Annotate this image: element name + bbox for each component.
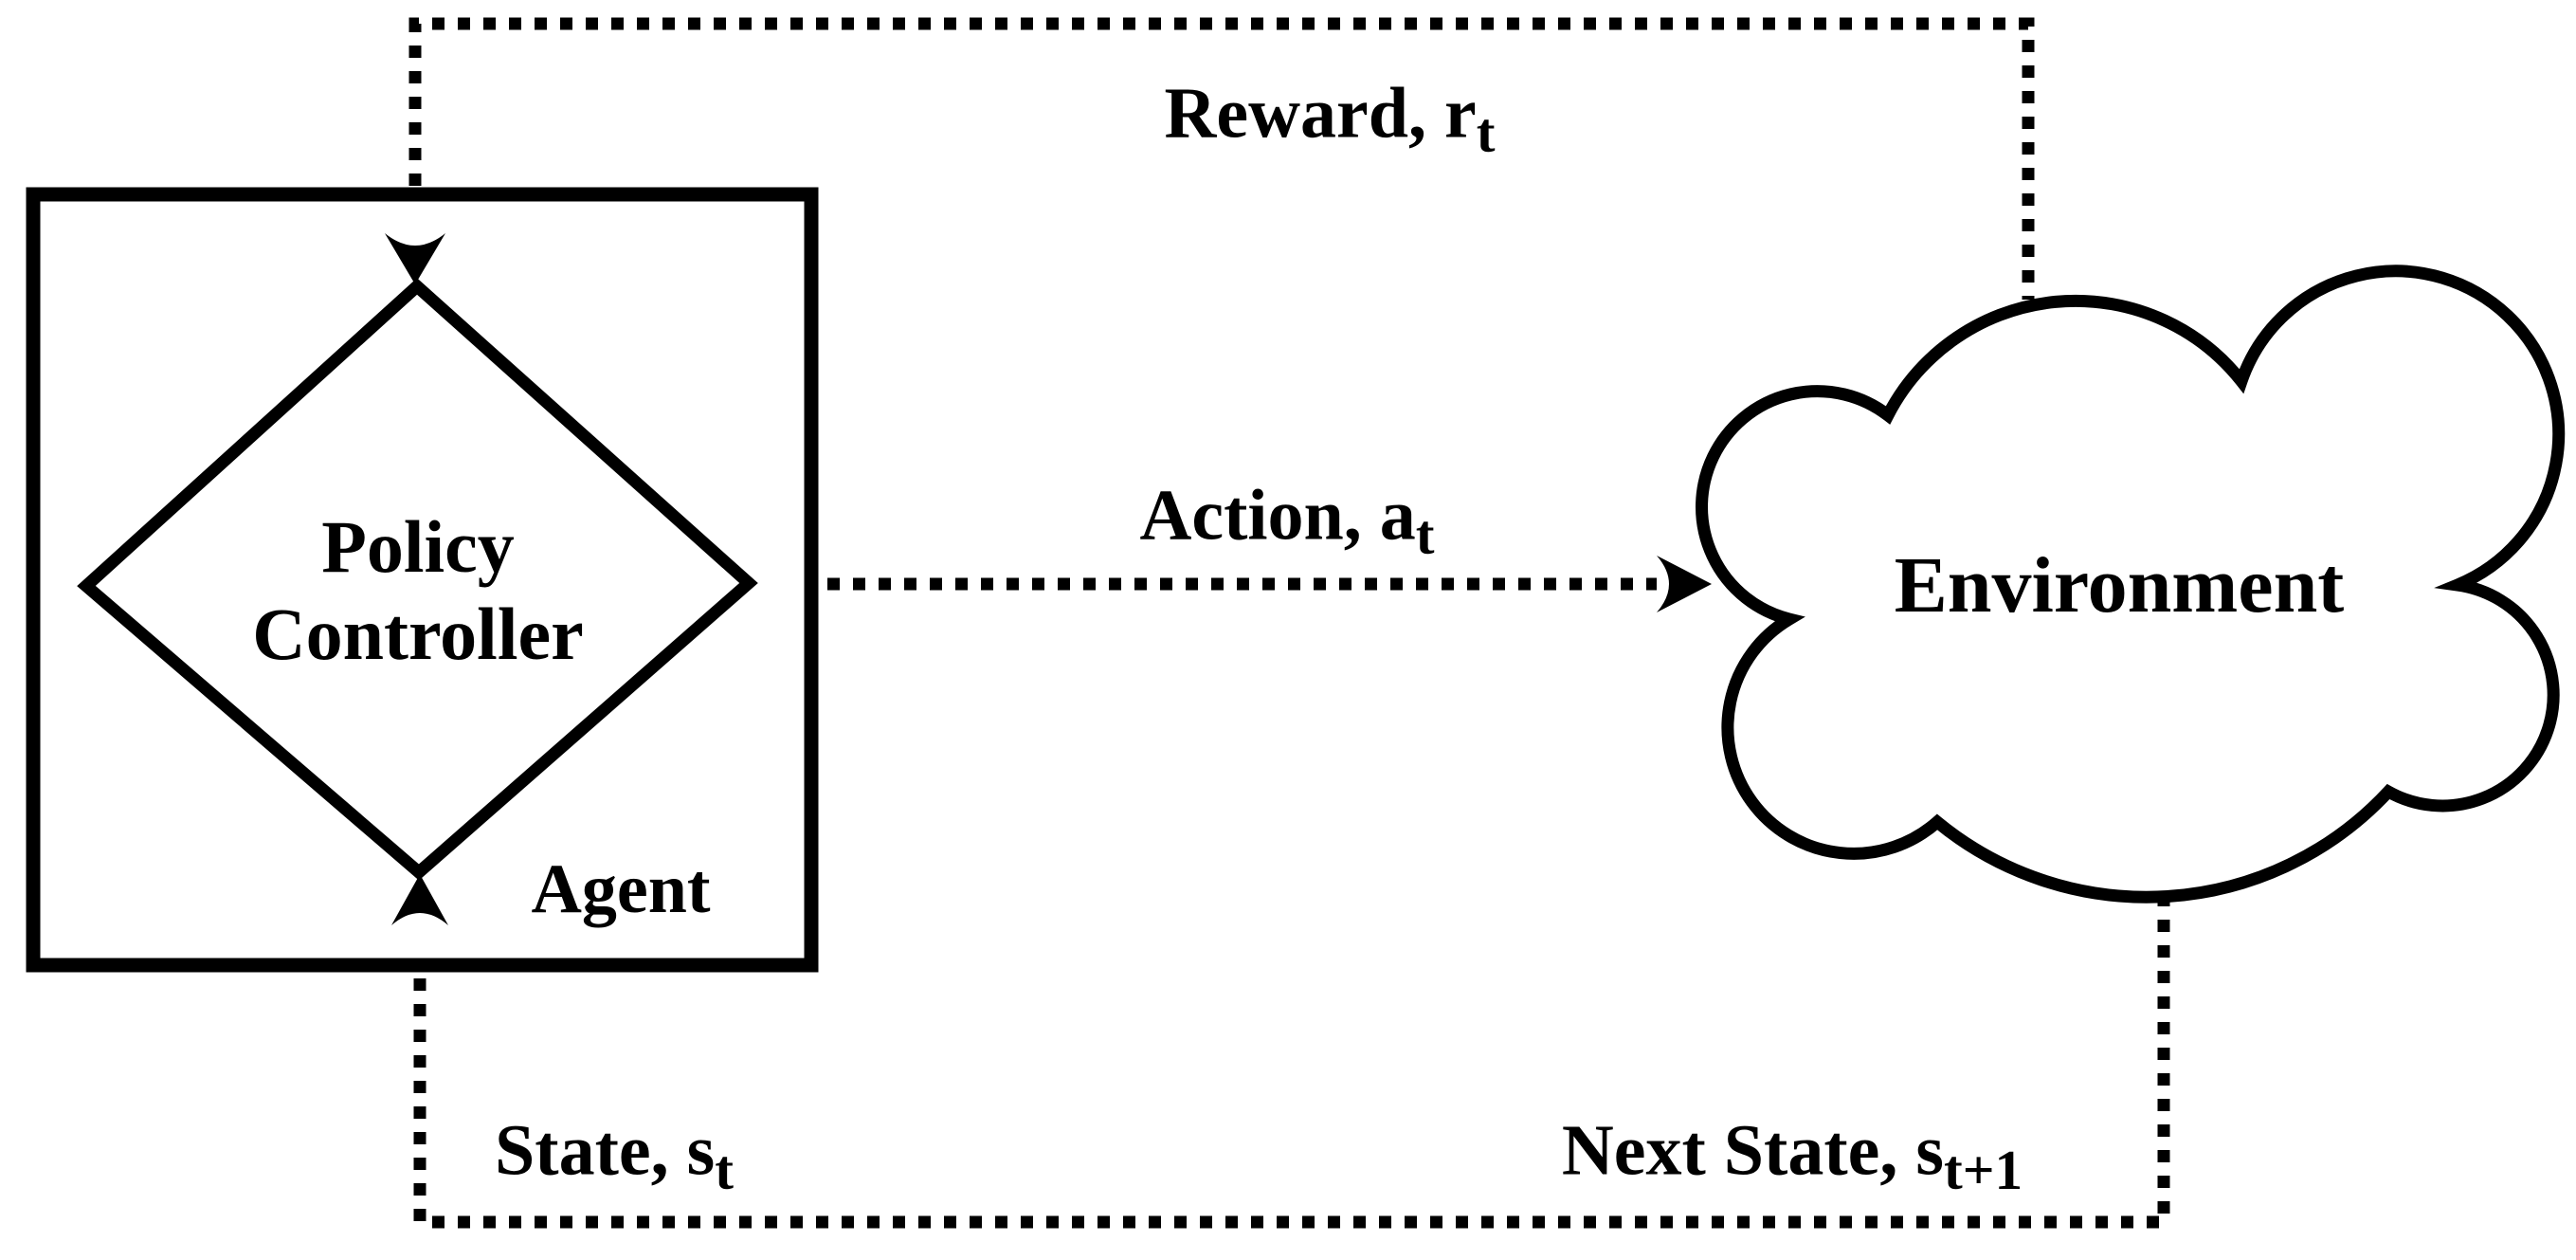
policy-controller-line2: Controller	[252, 593, 584, 675]
reward-arrowhead-icon	[385, 233, 445, 284]
action-label-text: Action, a	[1139, 475, 1416, 556]
environment-label-text: Environment	[1894, 541, 2345, 630]
reward-edge	[408, 17, 2035, 300]
reward-label-subscript: t	[1476, 101, 1496, 165]
agent-label-text: Agent	[531, 850, 711, 928]
state-arrowhead-icon	[391, 874, 448, 925]
action-edge-label: Action, at	[1139, 480, 1434, 564]
action-label-subscript: t	[1415, 503, 1435, 567]
next-state-label-subscript: t+1	[1943, 1139, 2023, 1202]
state-label-subscript: t	[715, 1139, 734, 1202]
state-edge	[413, 894, 2170, 1229]
reward-label-text: Reward, r	[1164, 73, 1477, 154]
next-state-edge-label: Next State, st+1	[1562, 1115, 2023, 1199]
policy-diamond	[77, 278, 758, 881]
environment-cloud	[1696, 265, 2566, 904]
action-arrowhead-icon	[1657, 556, 1712, 612]
reward-edge-label: Reward, rt	[1165, 78, 1496, 162]
state-label-text: State, s	[495, 1110, 716, 1191]
agent-label: Agent	[531, 854, 710, 924]
state-edge-label: State, st	[495, 1115, 734, 1199]
environment-label: Environment	[1895, 546, 2345, 626]
next-state-label-text: Next State, s	[1561, 1110, 1944, 1191]
policy-controller-label: Policy Controller	[252, 503, 583, 678]
policy-controller-line1: Policy	[321, 504, 515, 588]
